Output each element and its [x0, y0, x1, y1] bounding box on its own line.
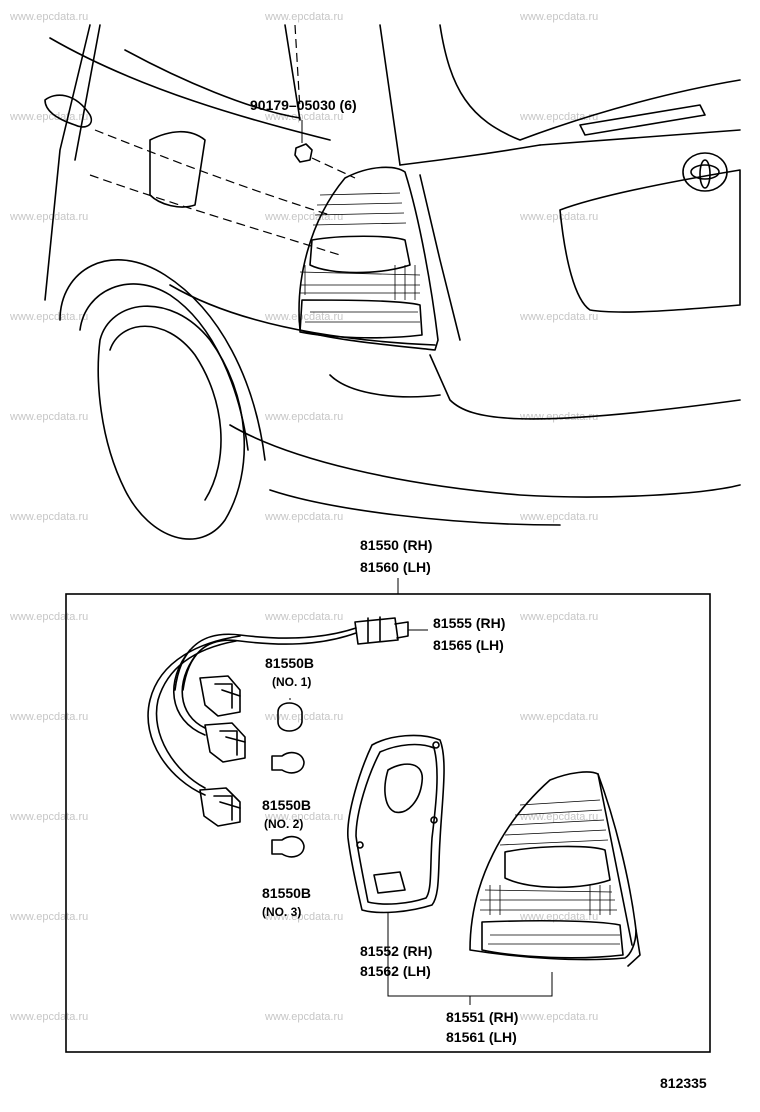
- watermark: www.epcdata.ru: [264, 11, 343, 23]
- watermark: www.epcdata.ru: [519, 311, 598, 323]
- watermark: www.epcdata.ru: [9, 311, 88, 323]
- bulb-no1-icon: [277, 698, 303, 732]
- label-lens-lh: 81561 (LH): [446, 1029, 517, 1045]
- car-rear-illustration: [44, 24, 741, 540]
- watermark: www.epcdata.ru: [9, 811, 88, 823]
- label-lamp-assy-rh: 81550 (RH): [360, 537, 432, 553]
- watermark: www.epcdata.ru: [264, 911, 343, 923]
- watermark: www.epcdata.ru: [519, 511, 598, 523]
- watermark: www.epcdata.ru: [519, 611, 598, 623]
- toyota-emblem-icon: [682, 152, 728, 192]
- label-socket-rh: 81555 (RH): [433, 615, 505, 631]
- watermark: www.epcdata.ru: [264, 111, 343, 123]
- socket-and-wire-harness: [147, 616, 409, 827]
- label-gasket-lh: 81562 (LH): [360, 963, 431, 979]
- label-lamp-assy-lh: 81560 (LH): [360, 559, 431, 575]
- label-socket-lh: 81565 (LH): [433, 637, 504, 653]
- bulb-no3-icon: [271, 835, 305, 858]
- watermark: www.epcdata.ru: [9, 111, 88, 123]
- watermark: www.epcdata.ru: [9, 211, 88, 223]
- watermark: www.epcdata.ru: [9, 911, 88, 923]
- watermark: www.epcdata.ru: [9, 611, 88, 623]
- watermark: www.epcdata.ru: [264, 1011, 343, 1023]
- watermark: www.epcdata.ru: [9, 1011, 88, 1023]
- watermark: www.epcdata.ru: [264, 411, 343, 423]
- diagram-number: 812335: [660, 1075, 707, 1091]
- exploded-view-frame: [65, 593, 711, 1053]
- watermark: www.epcdata.ru: [519, 411, 598, 423]
- clip-nut-icon: [294, 120, 356, 179]
- label-bulb-no2-tag: (NO. 2): [264, 817, 303, 831]
- watermark: www.epcdata.ru: [519, 11, 598, 23]
- watermark: www.epcdata.ru: [9, 511, 88, 523]
- watermark: www.epcdata.ru: [519, 1011, 598, 1023]
- tail-lamp-on-vehicle: [298, 166, 439, 351]
- watermark: www.epcdata.ru: [9, 411, 88, 423]
- watermark: www.epcdata.ru: [9, 711, 88, 723]
- label-bulb-no1-part: 81550B: [265, 655, 314, 671]
- watermark: www.epcdata.ru: [264, 511, 343, 523]
- label-lens-rh: 81551 (RH): [446, 1009, 518, 1025]
- label-bulb-no1-tag: (NO. 1): [272, 675, 311, 689]
- watermark: www.epcdata.ru: [519, 211, 598, 223]
- watermark: www.epcdata.ru: [264, 611, 343, 623]
- label-bulb-no3-part: 81550B: [262, 885, 311, 901]
- gasket-icon: [347, 734, 445, 914]
- label-bulb-no3-tag: (NO. 3): [262, 905, 301, 919]
- lamp-lens-icon: [469, 771, 641, 967]
- watermark: www.epcdata.ru: [264, 711, 343, 723]
- watermark-layer: www.epcdata.ru www.epcdata.ru www.epcdat…: [9, 11, 598, 1023]
- label-bulb-no2-part: 81550B: [262, 797, 311, 813]
- watermark: www.epcdata.ru: [9, 11, 88, 23]
- watermark: www.epcdata.ru: [264, 311, 343, 323]
- watermark: www.epcdata.ru: [519, 711, 598, 723]
- watermark: www.epcdata.ru: [264, 211, 343, 223]
- watermark: www.epcdata.ru: [264, 811, 343, 823]
- label-gasket-rh: 81552 (RH): [360, 943, 432, 959]
- label-clip: 90179–05030 (6): [250, 97, 357, 113]
- bulb-no2-icon: [271, 751, 305, 774]
